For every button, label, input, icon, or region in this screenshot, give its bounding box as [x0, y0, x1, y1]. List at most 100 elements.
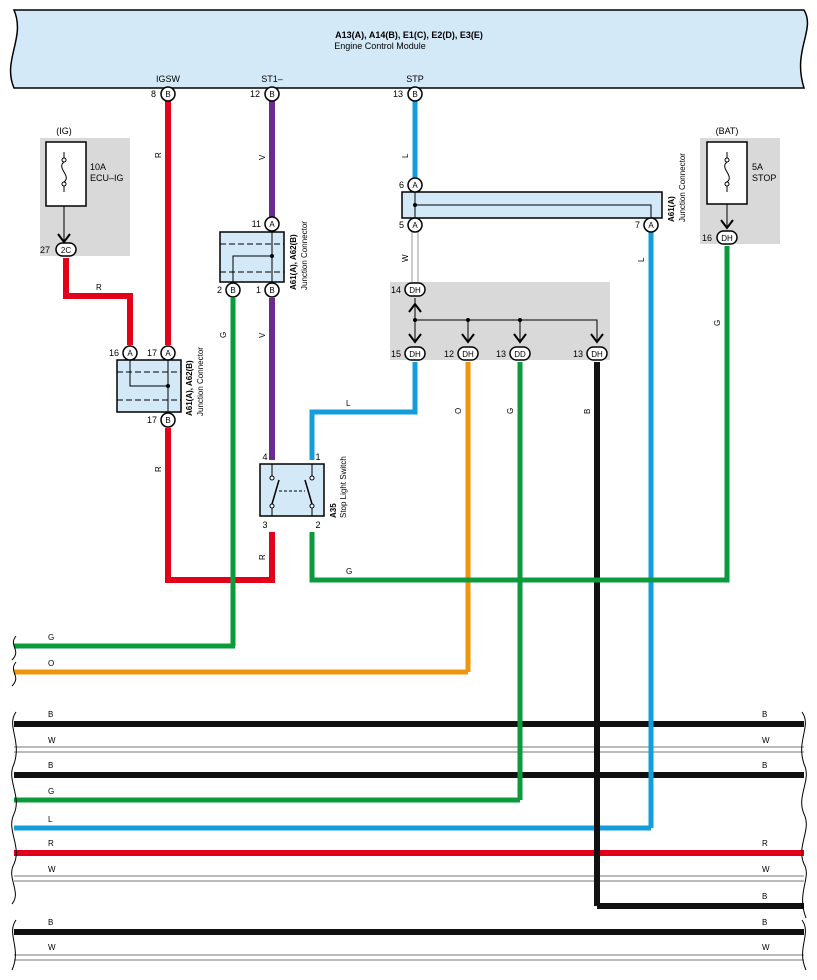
svg-text:B: B — [165, 90, 170, 99]
terminal-jcm-2 — [225, 282, 241, 298]
svg-text:A: A — [269, 220, 275, 229]
svg-text:A: A — [412, 221, 418, 230]
svg-text:5: 5 — [399, 220, 404, 230]
svg-text:B: B — [269, 286, 274, 295]
bus-label-right: B — [762, 761, 767, 770]
terminal-jcr-7 — [643, 217, 659, 233]
wire-labels: R R R R V V L L W G L O G B G G — [96, 152, 722, 576]
ecm-pin-igsw-name: IGSW — [156, 74, 181, 84]
break-marks — [11, 635, 807, 971]
switch-name: Stop Light Switch — [339, 456, 348, 518]
jc-mid-box — [219, 231, 285, 283]
terminal-jcm-1 — [264, 282, 280, 298]
svg-text:DH: DH — [409, 286, 421, 295]
svg-text:DH: DH — [409, 350, 421, 359]
wire-label: R — [154, 152, 163, 158]
wire-label: G — [346, 567, 352, 576]
wire-label: G — [506, 408, 515, 414]
wire-label: V — [258, 332, 267, 338]
bus-label-right: R — [762, 839, 768, 848]
terminal-jcl-17a — [160, 345, 176, 361]
svg-text:DH: DH — [721, 234, 733, 243]
svg-text:16: 16 — [109, 348, 119, 358]
wire-l-switch — [309, 362, 418, 460]
terminal-ecm-igsw — [160, 86, 176, 102]
ecm-ids: A13(A), A14(B), E1(C), E2(D), E3(E) — [335, 30, 483, 40]
svg-text:14: 14 — [391, 285, 401, 295]
terminal-joint-14 — [404, 282, 426, 297]
jc-right-ids: A61(A) — [667, 196, 676, 222]
svg-text:8: 8 — [151, 89, 156, 99]
bus-label-right: B — [762, 918, 767, 927]
ecm-box — [9, 9, 809, 89]
jc-mid-ids: A61(A), A62(B) — [289, 234, 298, 290]
wire-label: R — [258, 554, 267, 560]
bus-label-left: L — [48, 815, 53, 824]
svg-text:27: 27 — [40, 245, 50, 255]
fuse-ig-box — [45, 141, 87, 207]
svg-text:15: 15 — [391, 349, 401, 359]
terminal-joint-12 — [457, 346, 479, 361]
bus-label-right: B — [762, 710, 767, 719]
svg-text:13: 13 — [393, 89, 403, 99]
svg-text:17: 17 — [147, 348, 157, 358]
svg-text:12: 12 — [444, 349, 454, 359]
svg-text:A: A — [165, 349, 171, 358]
jc-right-label: Junction Connector — [678, 153, 687, 222]
svg-text:DH: DH — [462, 350, 474, 359]
wire-label: G — [219, 332, 228, 338]
switch-box — [259, 463, 325, 517]
svg-text:A: A — [648, 221, 654, 230]
bus-label-left: W — [48, 943, 56, 952]
fuse-bat-supply: (BAT) — [716, 126, 739, 136]
bus-label-left: W — [48, 736, 56, 745]
wire-label: B — [583, 409, 592, 414]
wire-r-bottom — [165, 428, 275, 583]
svg-text:B: B — [230, 286, 235, 295]
wire-label: R — [96, 283, 102, 292]
jc-left-label: Junction Connector — [196, 347, 205, 416]
bus-lines — [14, 643, 804, 961]
fuse-bat-name: STOP — [752, 173, 776, 183]
bus-label-left: B — [48, 761, 53, 770]
joint-shade — [390, 282, 610, 360]
svg-text:1: 1 — [256, 285, 261, 295]
svg-text:6: 6 — [399, 180, 404, 190]
wire-label: W — [401, 254, 410, 262]
terminal-ecm-st1 — [264, 86, 280, 102]
bus-label-left: G — [48, 633, 54, 642]
svg-text:DH: DH — [591, 350, 603, 359]
bus-label-right: W — [762, 736, 770, 745]
wire-label: L — [637, 257, 646, 262]
ecm-name: Engine Control Module — [334, 41, 426, 51]
svg-text:13: 13 — [496, 349, 506, 359]
bus-label-left: R — [48, 839, 54, 848]
fuse-ig-rating: 10A — [90, 162, 106, 172]
bus-label-right: W — [762, 865, 770, 874]
svg-text:11: 11 — [252, 219, 261, 229]
bus-labels: G O B B W W B B G L R R W W B B B W W — [48, 633, 770, 952]
svg-text:2: 2 — [217, 285, 222, 295]
bus-label-right: B — [762, 892, 767, 901]
svg-text:2C: 2C — [61, 246, 71, 255]
ecm-pin-st1-name: ST1– — [261, 74, 283, 84]
wire-g-switch — [309, 246, 730, 583]
terminal-ecm-stp — [407, 86, 423, 102]
fuse-ig-name: ECU–IG — [90, 173, 124, 183]
svg-text:7: 7 — [635, 220, 640, 230]
wire-label: O — [454, 408, 463, 414]
terminal-joint-15 — [404, 346, 426, 361]
svg-text:17: 17 — [147, 415, 157, 425]
fuse-ig-supply: (IG) — [56, 126, 72, 136]
terminal-fuse-ig — [55, 242, 77, 257]
terminal-joint-13-dh — [586, 346, 608, 361]
bus-label-left: W — [48, 865, 56, 874]
svg-text:B: B — [269, 90, 274, 99]
ecm-pin-stp-name: STP — [406, 74, 424, 84]
wire-label: L — [346, 399, 351, 408]
wire-label: V — [258, 154, 267, 160]
terminal-jcr-6 — [407, 177, 423, 193]
terminal-jcm-11 — [264, 216, 280, 232]
ecm-terminals: B 8 B 12 B 13 — [151, 86, 423, 102]
